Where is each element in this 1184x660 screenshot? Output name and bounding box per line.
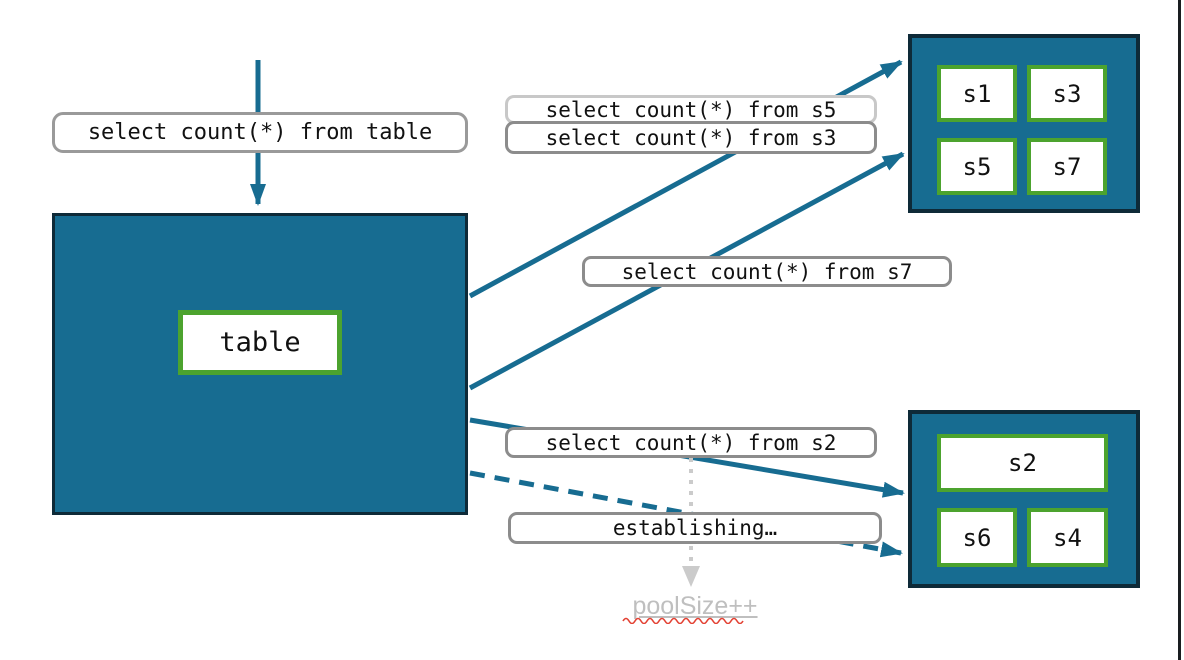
poolsize-annotation-text: poolSize++ (632, 592, 758, 620)
shard-s7: s7 (1027, 138, 1107, 195)
query-label-s2: select count(*) from s2 (505, 427, 877, 458)
poolsize-annotation: poolSize++ (590, 592, 800, 621)
gray-arrowhead-icon (682, 566, 700, 587)
shard-s1: s1 (937, 65, 1017, 122)
shard-group-top: s1 s3 s5 s7 (908, 34, 1140, 213)
query-label-s5: select count(*) from s5 (505, 95, 877, 124)
spellcheck-squiggle-icon (622, 617, 744, 624)
table-label-box: table (178, 310, 342, 375)
query-label-table-text: select count(*) from table (87, 120, 433, 145)
query-label-table: select count(*) from table (52, 112, 468, 153)
canvas-right-edge-line (1178, 0, 1181, 660)
shard-s3-label: s3 (1052, 79, 1082, 108)
query-label-s7-text: select count(*) from s7 (621, 259, 913, 284)
shard-s2: s2 (937, 434, 1108, 492)
shard-s2-label: s2 (1008, 449, 1037, 477)
query-label-s2-text: select count(*) from s2 (545, 430, 837, 455)
shard-s7-label: s7 (1052, 152, 1082, 181)
query-label-s5-text: select count(*) from s5 (545, 97, 837, 122)
shard-group-bottom: s2 s6 s4 (908, 410, 1140, 588)
shard-s6-label: s6 (962, 523, 992, 552)
shard-s5: s5 (937, 138, 1017, 195)
table-label: table (219, 327, 301, 358)
shard-s5-label: s5 (962, 152, 992, 181)
table-node: table (52, 213, 468, 515)
shard-s1-label: s1 (962, 79, 992, 108)
query-label-s3: select count(*) from s3 (505, 121, 877, 154)
shard-s4-label: s4 (1053, 523, 1082, 552)
shard-s6: s6 (937, 508, 1017, 567)
status-label-establishing: establishing… (508, 512, 882, 544)
query-label-s7: select count(*) from s7 (582, 256, 952, 287)
shard-s4: s4 (1027, 508, 1108, 567)
status-label-establishing-text: establishing… (612, 516, 778, 540)
shard-s3: s3 (1027, 65, 1107, 122)
query-label-s3-text: select count(*) from s3 (545, 125, 837, 150)
